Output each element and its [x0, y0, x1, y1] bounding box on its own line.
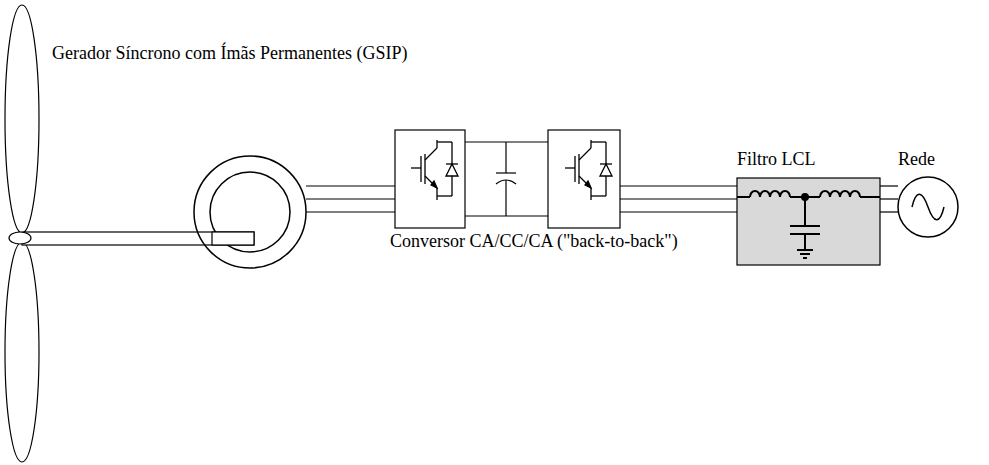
converter-label: Conversor CA/CC/CA ("back-to-back") — [390, 230, 678, 252]
dc-link — [465, 142, 548, 216]
hub — [9, 232, 31, 244]
grid-label: Rede — [898, 148, 935, 170]
lcl-filter-symbol — [737, 191, 880, 258]
turbine-blade — [5, 242, 39, 462]
sine-symbol — [912, 194, 944, 220]
converter-node: Conversor CA/CC/CA ("back-to-back") — [395, 130, 620, 228]
lcl-filter-node: Filtro LCL — [737, 178, 880, 265]
three-phase-connector — [620, 186, 737, 212]
shaft — [212, 232, 254, 245]
lcl-filter-label: Filtro LCL — [737, 148, 816, 170]
generator-label: Gerador Síncrono com Ímãs Permanentes (G… — [52, 42, 407, 64]
generator-rotor — [210, 172, 290, 252]
igbt-symbol — [411, 140, 458, 200]
turbine-blade — [5, 5, 39, 233]
igbt-symbol — [565, 140, 612, 200]
three-phase-connector — [880, 186, 898, 212]
inverter-box — [548, 130, 620, 228]
filter-box — [737, 178, 880, 265]
generator-stator — [194, 156, 306, 268]
rectifier-box — [395, 130, 465, 228]
grid-node: Rede — [898, 177, 958, 237]
generator-node: Gerador Síncrono com Ímãs Permanentes (G… — [194, 156, 306, 268]
shaft — [22, 232, 254, 245]
grid-source — [898, 177, 958, 237]
three-phase-connector — [306, 186, 395, 212]
